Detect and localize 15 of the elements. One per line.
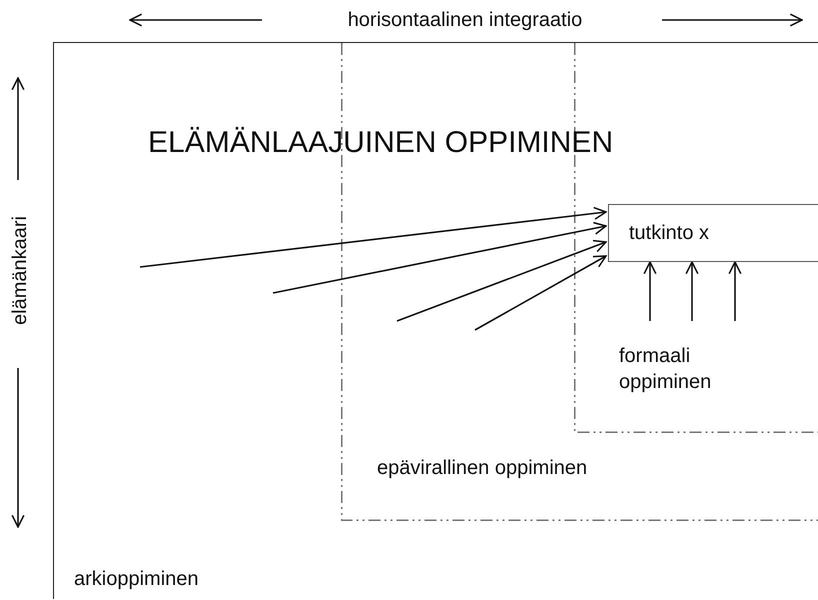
arrow: [685, 261, 699, 321]
region-label: arkioppiminen: [74, 567, 199, 592]
arrow: [396, 240, 607, 322]
region-label: epävirallinen oppiminen: [377, 456, 588, 481]
region-frame: [53, 42, 818, 599]
arrow: [272, 222, 607, 294]
region-label: tutkinto x: [629, 221, 710, 246]
process-box: [608, 204, 818, 262]
arrow: [474, 255, 607, 331]
arrow: [728, 261, 742, 321]
arrow: [140, 206, 607, 268]
arrow: [643, 261, 657, 321]
diagram-title: ELÄMÄNLAAJUINEN OPPIMINEN: [148, 126, 614, 160]
region-label: formaali oppiminen: [619, 344, 712, 395]
axis-label: horisontaalinen integraatio: [348, 8, 582, 32]
